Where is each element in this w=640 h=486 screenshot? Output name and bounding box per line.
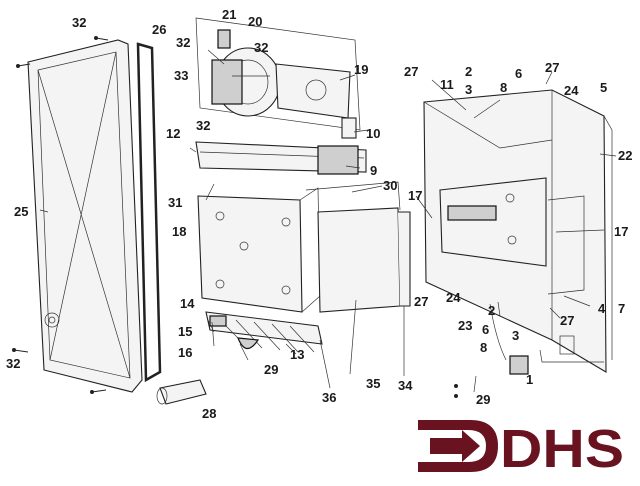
logo-arrow-mark bbox=[418, 420, 498, 472]
leader-lines bbox=[39, 49, 617, 393]
callout-29: 29 bbox=[476, 392, 490, 407]
callout-26: 26 bbox=[152, 22, 166, 37]
cabinet-housing-part-5 bbox=[423, 89, 613, 373]
callout-32: 32 bbox=[6, 356, 20, 371]
callout-1: 1 bbox=[526, 372, 533, 387]
callout-24: 24 bbox=[446, 290, 461, 305]
combustion-panel-part-35 bbox=[305, 181, 411, 313]
callout-6: 6 bbox=[482, 322, 489, 337]
callout-8: 8 bbox=[480, 340, 487, 355]
callout-20: 20 bbox=[248, 14, 262, 29]
callout-36: 36 bbox=[322, 390, 336, 405]
callout-9: 9 bbox=[370, 163, 377, 178]
callout-23: 23 bbox=[458, 318, 472, 333]
callout-7: 7 bbox=[618, 301, 625, 316]
heat-exchanger-part-18 bbox=[197, 187, 321, 313]
callout-32: 32 bbox=[196, 118, 210, 133]
callout-10: 10 bbox=[366, 126, 380, 141]
callout-11: 11 bbox=[440, 77, 454, 92]
callout-24: 24 bbox=[564, 83, 579, 98]
callout-27: 27 bbox=[414, 294, 428, 309]
callout-18: 18 bbox=[172, 224, 186, 239]
callout-labels: 32 26 21 20 32 33 32 19 27 11 2 3 6 27 8… bbox=[6, 7, 632, 421]
dhs-logo: DHS bbox=[418, 419, 624, 479]
callout-19: 19 bbox=[354, 62, 368, 77]
callout-30: 30 bbox=[383, 178, 397, 193]
callout-32: 32 bbox=[176, 35, 190, 50]
tube-part-28 bbox=[156, 379, 207, 405]
callout-6: 6 bbox=[515, 66, 522, 81]
callout-33: 33 bbox=[174, 68, 188, 83]
gasket-part-26 bbox=[136, 42, 162, 383]
burner-tray-part-12 bbox=[195, 117, 367, 175]
callout-12: 12 bbox=[166, 126, 180, 141]
callout-27: 27 bbox=[404, 64, 418, 79]
callout-15: 15 bbox=[178, 324, 192, 339]
callout-27: 27 bbox=[545, 60, 559, 75]
logo-wordmark: DHS bbox=[500, 419, 624, 479]
callout-25: 25 bbox=[14, 204, 28, 219]
door-screws bbox=[12, 36, 109, 394]
door-frame-part-25 bbox=[27, 39, 143, 393]
callout-17: 17 bbox=[408, 188, 422, 203]
callout-8: 8 bbox=[500, 80, 507, 95]
callout-32: 32 bbox=[254, 40, 268, 55]
callout-35: 35 bbox=[366, 376, 380, 391]
callout-13: 13 bbox=[290, 347, 304, 362]
callout-21: 21 bbox=[222, 7, 236, 22]
callout-27: 27 bbox=[560, 313, 574, 328]
callout-28: 28 bbox=[202, 406, 216, 421]
callout-2: 2 bbox=[465, 64, 472, 79]
callout-3: 3 bbox=[512, 328, 519, 343]
callout-29: 29 bbox=[264, 362, 278, 377]
logo-arrow-head bbox=[430, 430, 480, 462]
callout-32: 32 bbox=[72, 15, 86, 30]
burner-bottom-part-13 bbox=[205, 311, 323, 353]
callout-31: 31 bbox=[168, 195, 182, 210]
callout-16: 16 bbox=[178, 345, 192, 360]
callout-14: 14 bbox=[180, 296, 195, 311]
callout-22: 22 bbox=[618, 148, 632, 163]
callout-17: 17 bbox=[614, 224, 628, 239]
callout-2: 2 bbox=[488, 303, 495, 318]
callout-34: 34 bbox=[398, 378, 413, 393]
callout-3: 3 bbox=[465, 82, 472, 97]
callout-5: 5 bbox=[600, 80, 607, 95]
blower-assembly-part-20 bbox=[195, 17, 361, 131]
wiring-parts bbox=[454, 303, 604, 398]
callout-4: 4 bbox=[598, 301, 606, 316]
